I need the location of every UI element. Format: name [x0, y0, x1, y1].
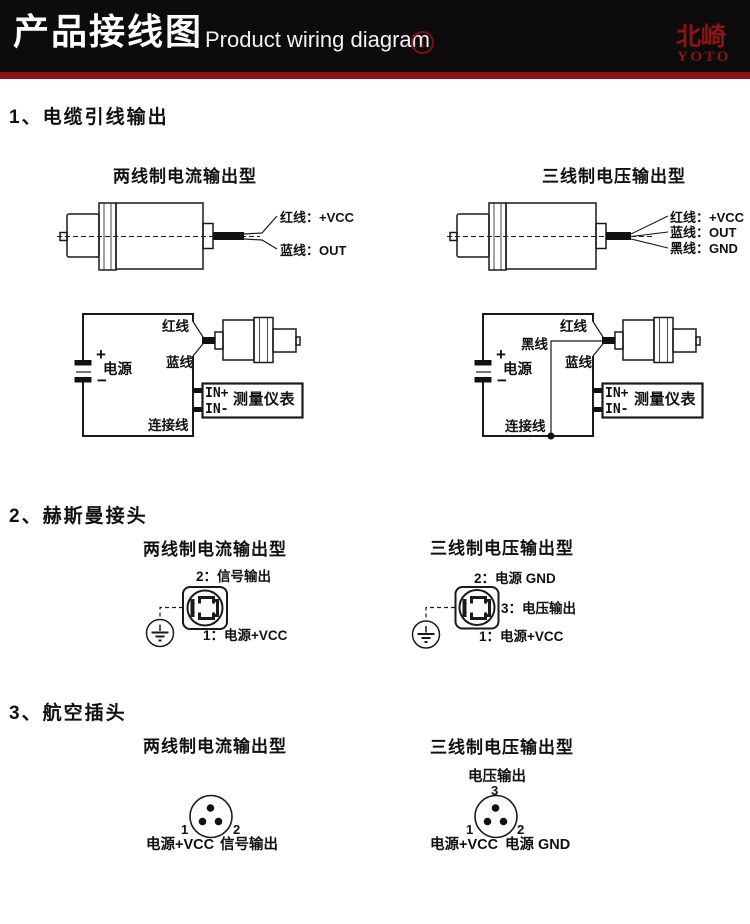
header-accent-bar: [0, 72, 750, 79]
aviation-pin1-num-left: 1: [181, 822, 189, 837]
hirschmann-connector-3wire: [411, 586, 500, 649]
aviation-plug-3wire: [474, 794, 518, 839]
section1-heading: 1、电缆引线输出: [9, 107, 169, 128]
brand-logo-en: YOTO: [677, 49, 731, 65]
page-title-en: Product wiring diagram: [205, 27, 430, 52]
hirschmann-connector-2wire: [145, 586, 228, 648]
aviation-pin2-label-left: 信号输出: [220, 837, 278, 853]
in-plus-left: IN+: [205, 386, 229, 401]
in-minus-left: IN-: [205, 402, 229, 417]
aviation-pin3-num-right: 3: [491, 783, 499, 798]
blue-wire-label-right: 蓝线: [565, 355, 592, 370]
battery-plus-left: +: [96, 345, 106, 364]
black-wire-label-right: 黑线: [521, 337, 548, 352]
brand-logo-cn: 北崎: [676, 23, 727, 51]
sensor-drawing-2wire: [57, 202, 278, 271]
power-label-right: 电源: [503, 362, 532, 378]
aviation-plug-2wire: [189, 794, 233, 839]
sensor-drawing-3wire: [447, 202, 669, 271]
in-minus-right: IN-: [605, 402, 629, 417]
wire-label-red-3wire: 红线：+VCC: [670, 210, 745, 225]
aviation-pin2-num-left: 2: [233, 822, 241, 837]
section2-left-subtitle: 两线制电流输出型: [143, 540, 287, 559]
wire-label-blue-3wire: 蓝线：OUT: [670, 225, 737, 240]
aviation-pin1-label-left: 电源+VCC: [146, 837, 215, 853]
red-wire-label-right: 红线: [560, 319, 587, 334]
section1-right-subtitle: 三线制电压输出型: [542, 167, 686, 186]
wire-label-blue-2wire: 蓝线：OUT: [280, 243, 347, 258]
down-arrow-glyph: ↓: [418, 34, 427, 51]
aviation-pin1-label-right: 电源+VCC: [430, 837, 499, 853]
hirschmann-pin3-label-right: 3：电压输出: [501, 601, 577, 616]
wire-label-black-3wire: 黑线：GND: [670, 241, 738, 256]
section3-right-subtitle: 三线制电压输出型: [430, 738, 574, 757]
battery-minus-right: −: [497, 371, 507, 390]
aviation-pin2-num-right: 2: [517, 822, 525, 837]
section3-heading: 3、航空插头: [9, 703, 127, 724]
meter-label-right: 测量仪表: [634, 391, 697, 408]
battery-plus-right: +: [496, 345, 506, 364]
connect-wire-label-left: 连接线: [148, 418, 189, 433]
section2-right-subtitle: 三线制电压输出型: [430, 539, 574, 558]
down-arrow-icon: ↓: [411, 31, 434, 54]
power-label-left: 电源: [103, 362, 132, 378]
aviation-pin1-num-right: 1: [466, 822, 474, 837]
blue-wire-label-left: 蓝线: [166, 355, 193, 370]
hirschmann-pin1-label-left: 1：电源+VCC: [203, 628, 288, 643]
meter-label-left: 测量仪表: [233, 391, 296, 408]
hirschmann-pin2-label-left: 2：信号输出: [196, 569, 272, 584]
section1-left-subtitle: 两线制电流输出型: [113, 167, 257, 186]
header-bar: 产品接线图 Product wiring diagram ↓ 北崎 YOTO: [0, 0, 750, 72]
aviation-pin3-label-right: 电压输出: [468, 769, 526, 785]
page-title-cn: 产品接线图: [13, 11, 204, 52]
connect-wire-label-right: 连接线: [505, 419, 546, 434]
circuit-drawing-2wire: [74, 313, 304, 437]
hirschmann-pin2-label-right: 2：电源 GND: [474, 571, 556, 586]
wire-label-red-2wire: 红线：+VCC: [280, 210, 355, 225]
section2-heading: 2、赫斯曼接头: [9, 506, 148, 527]
red-wire-label-left: 红线: [162, 319, 189, 334]
in-plus-right: IN+: [605, 386, 629, 401]
circuit-drawing-3wire: [474, 313, 704, 440]
hirschmann-pin1-label-right: 1：电源+VCC: [479, 629, 564, 644]
section3-left-subtitle: 两线制电流输出型: [143, 737, 287, 756]
aviation-pin2-label-right: 电源 GND: [505, 837, 571, 853]
battery-minus-left: −: [97, 371, 107, 390]
